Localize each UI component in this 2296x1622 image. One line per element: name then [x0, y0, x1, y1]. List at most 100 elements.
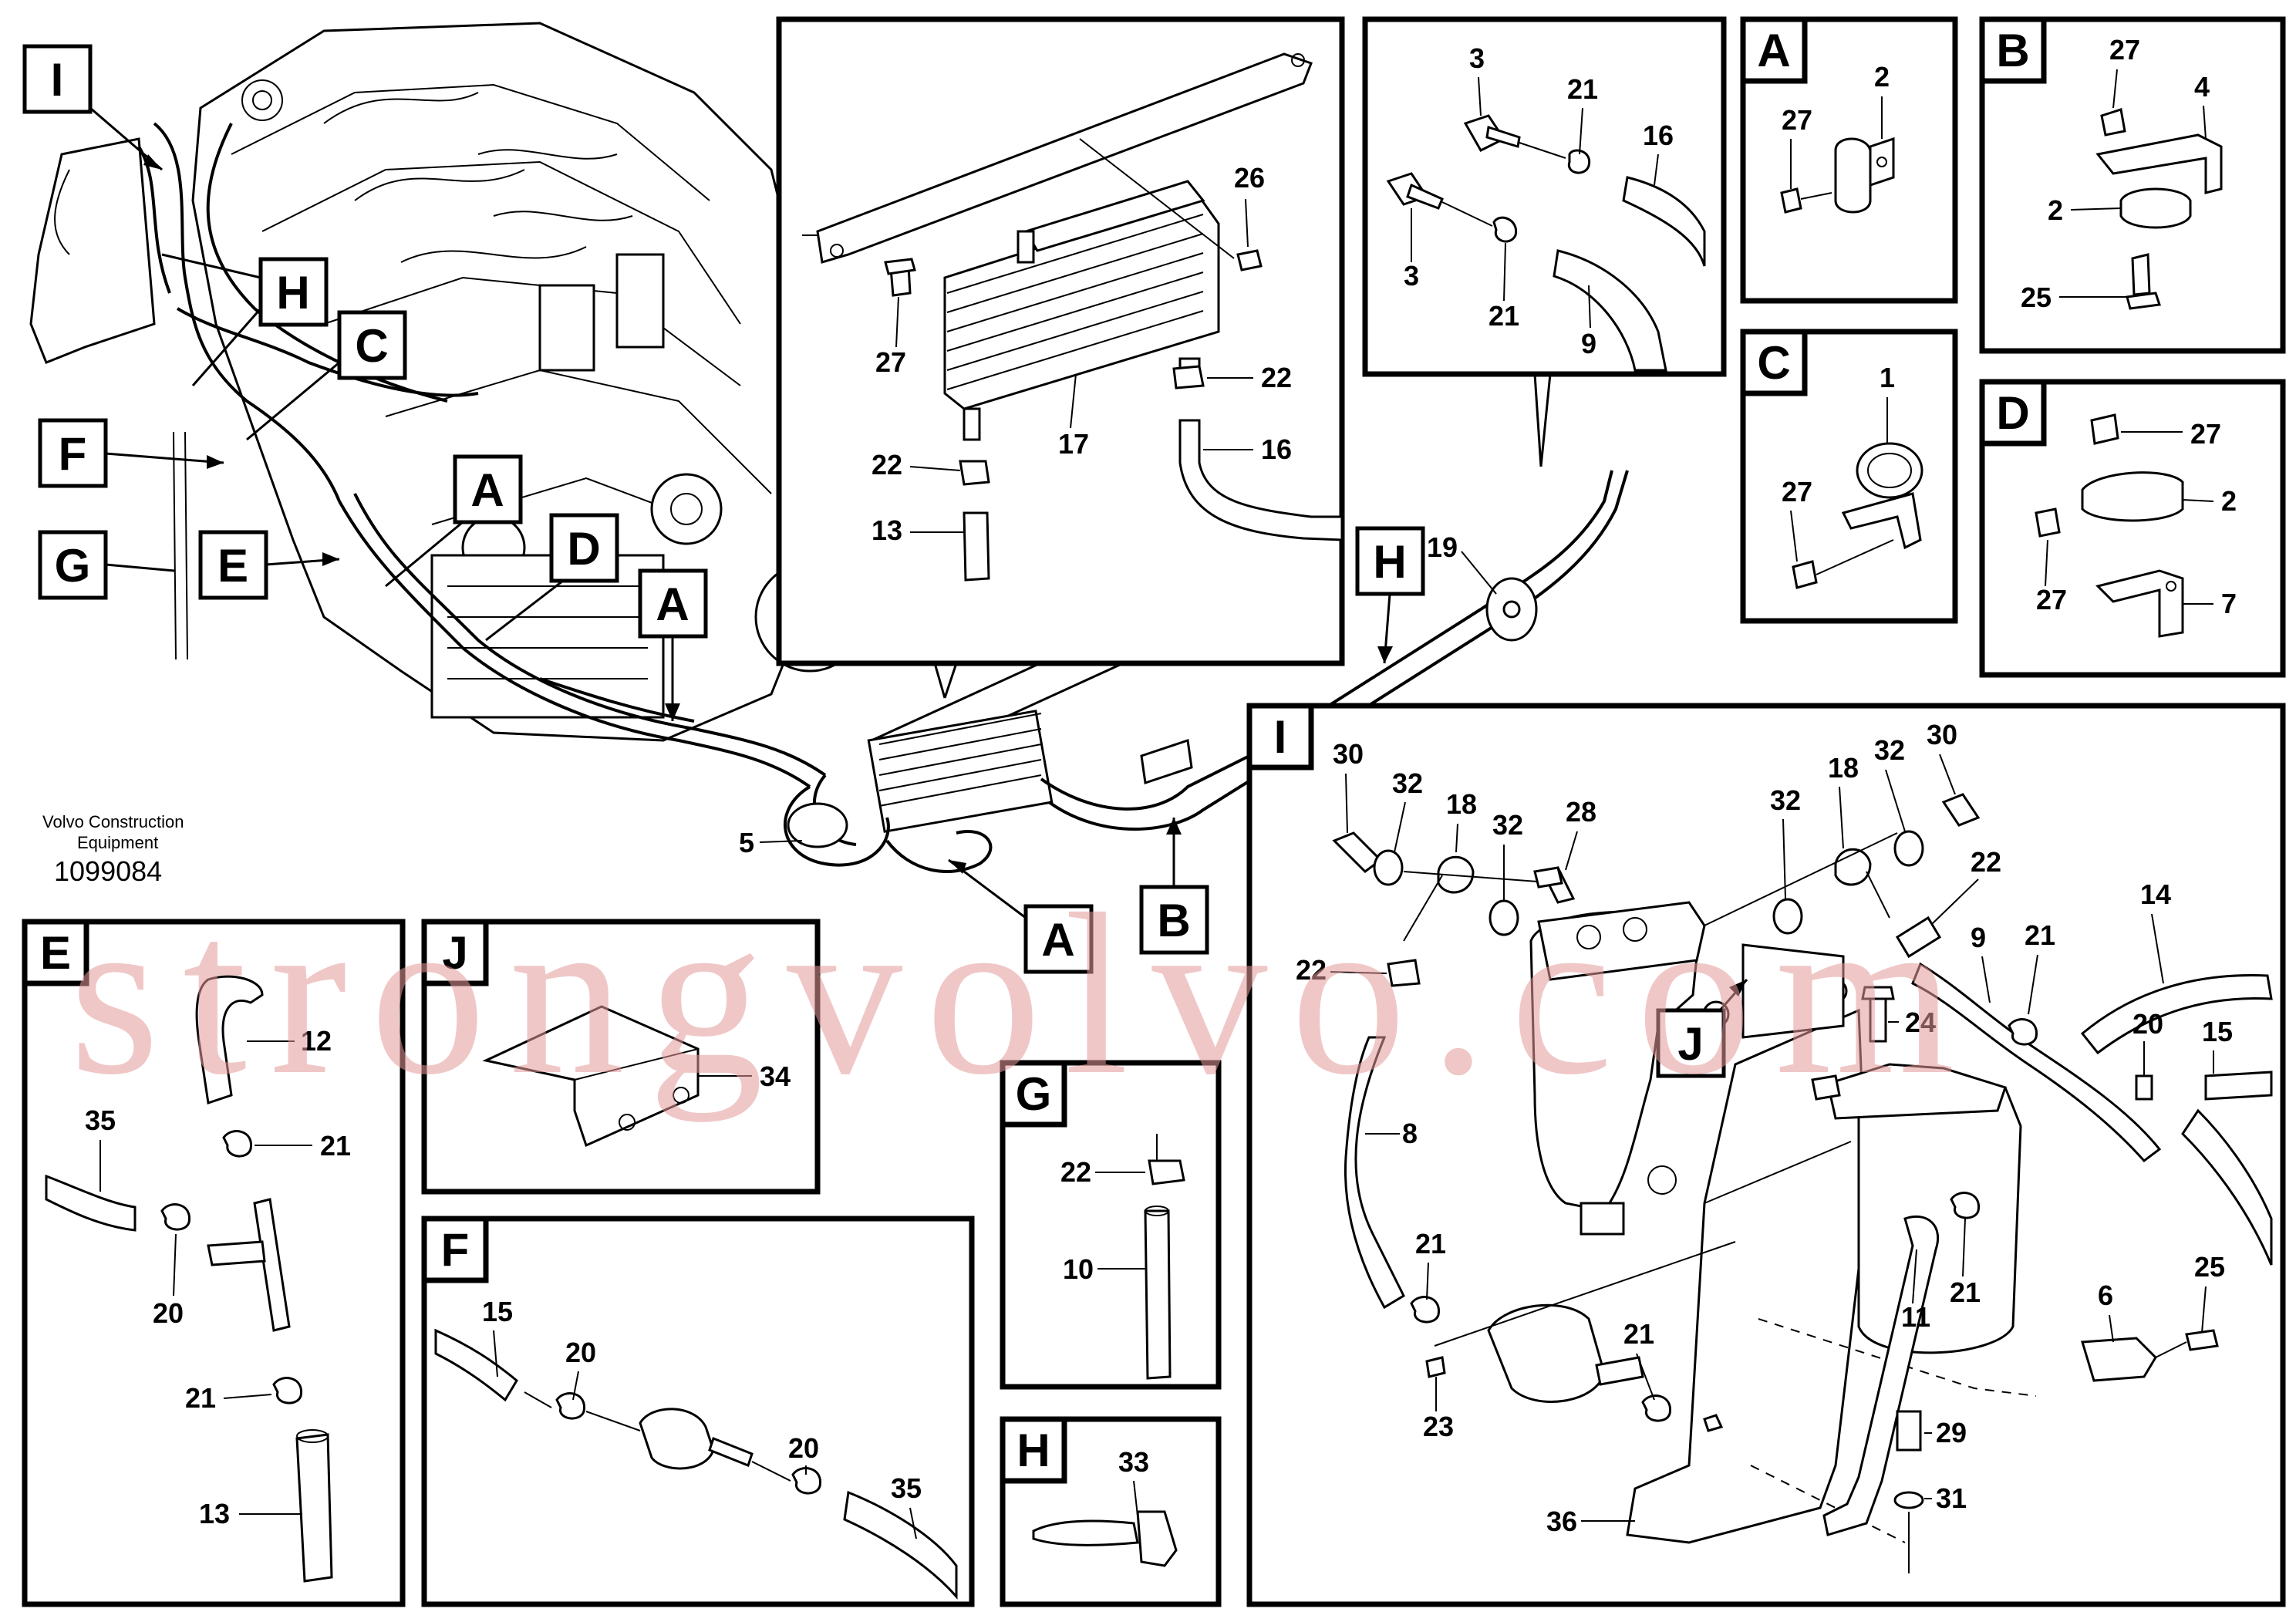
overview-part-5: 5 — [739, 827, 754, 858]
panel-F: F 15 20 20 35 — [421, 1216, 975, 1607]
panel-I-part-30-right: 30 — [1927, 719, 1957, 750]
callout-G: G — [55, 540, 91, 592]
hoses-part-21-lower: 21 — [1489, 300, 1519, 332]
hoses-part-9: 9 — [1581, 328, 1596, 359]
panel-E-part-21-top: 21 — [320, 1130, 351, 1162]
drawing-credit: Volvo Construction Equipment 1099084 — [42, 812, 184, 887]
panel-J: J 34 — [421, 919, 821, 1195]
panel-A-title: A — [1757, 25, 1790, 76]
callout-I: I — [51, 54, 64, 106]
callout-F: F — [59, 428, 87, 480]
panel-B-part-25: 25 — [2021, 282, 2052, 313]
hoses-part-21-top: 21 — [1567, 73, 1598, 105]
panel-C-title: C — [1757, 337, 1790, 389]
panel-G-part-10: 10 — [1063, 1253, 1094, 1285]
callout-H: H — [276, 267, 309, 319]
panel-I-title: I — [1274, 711, 1287, 763]
panel-F-part-20-left: 20 — [565, 1337, 596, 1368]
callout-C: C — [355, 320, 388, 372]
cooler-part-22-left: 22 — [872, 449, 902, 481]
panel-A-part-2: 2 — [1874, 61, 1890, 93]
panel-I-part-14: 14 — [2140, 878, 2171, 910]
credit-line-2: Equipment — [77, 833, 158, 852]
panel-E-part-13: 13 — [199, 1498, 230, 1529]
panel-cooler-detail: 26 27 17 22 16 22 13 — [776, 16, 1345, 699]
panel-B-part-2: 2 — [2048, 194, 2063, 226]
panel-I-callout-J: J — [1677, 1018, 1703, 1070]
drawing-number: 1099084 — [54, 855, 162, 887]
panel-B: B 27 4 2 25 — [1979, 16, 2286, 354]
panel-F-part-20-right: 20 — [788, 1432, 819, 1464]
panel-H-title: H — [1017, 1425, 1050, 1476]
panel-F-part-15: 15 — [482, 1296, 513, 1327]
panel-I-part-11: 11 — [1901, 1301, 1930, 1333]
panel-I-part-21-c: 21 — [1950, 1276, 1981, 1308]
panel-D-part-7: 7 — [2221, 588, 2237, 619]
credit-line-1: Volvo Construction — [42, 812, 184, 831]
callout-B: B — [1157, 895, 1190, 946]
panel-E-part-20: 20 — [153, 1297, 184, 1329]
panel-C-part-27: 27 — [1782, 476, 1812, 508]
cooler-part-16: 16 — [1261, 433, 1292, 465]
panel-I-part-21-a: 21 — [2025, 919, 2055, 951]
panel-I-part-28: 28 — [1566, 796, 1596, 828]
panel-hoses-detail: 3 21 16 3 21 9 — [1362, 16, 1727, 467]
panel-G-title: G — [1016, 1068, 1052, 1120]
overview-part-19: 19 — [1427, 531, 1458, 563]
panel-G-part-22: 22 — [1060, 1156, 1091, 1188]
cooler-part-13: 13 — [872, 514, 902, 546]
panel-I-part-22-right: 22 — [1971, 846, 2001, 878]
panel-F-title: F — [441, 1224, 470, 1276]
panel-J-part-34: 34 — [760, 1061, 791, 1092]
panel-I-part-32-a: 32 — [1392, 767, 1423, 799]
panel-I-part-32-c: 32 — [1770, 784, 1801, 816]
cooler-part-17: 17 — [1058, 428, 1089, 460]
panel-B-title: B — [1996, 25, 2029, 76]
panel-I-part-18-right: 18 — [1828, 752, 1859, 784]
panel-I-part-18-left: 18 — [1446, 788, 1477, 820]
panel-I-part-24: 24 — [1905, 1007, 1936, 1038]
panel-I-part-23: 23 — [1423, 1411, 1454, 1442]
panel-D-part-27-top: 27 — [2190, 418, 2221, 450]
panel-I-part-9: 9 — [1971, 922, 1986, 953]
panel-I-part-29: 29 — [1936, 1417, 1967, 1448]
panel-I-part-31: 31 — [1936, 1482, 1967, 1514]
panel-E: E 12 21 35 20 21 13 — [22, 919, 406, 1607]
hoses-part-3-lower: 3 — [1404, 260, 1419, 292]
panel-E-part-21-lower: 21 — [185, 1382, 216, 1414]
panel-I-part-36: 36 — [1546, 1506, 1577, 1537]
callout-D: D — [567, 523, 600, 575]
panel-D-part-27-lower: 27 — [2036, 584, 2067, 615]
panel-I-part-8: 8 — [1402, 1118, 1418, 1149]
panel-B-part-4: 4 — [2194, 71, 2210, 103]
panel-I-callout-J-box — [1656, 1008, 1726, 1078]
callout-A-1: A — [470, 464, 504, 516]
panel-C-part-1: 1 — [1880, 362, 1895, 393]
callout-E: E — [217, 540, 248, 592]
overview-callouts: I H C F G E A D A — [22, 44, 1497, 974]
cooler-part-26: 26 — [1234, 162, 1265, 194]
panel-I-part-20: 20 — [2132, 1008, 2163, 1040]
cooler-part-22-right: 22 — [1261, 362, 1292, 393]
panel-D: D 27 2 27 7 — [1979, 379, 2286, 678]
panel-C: C 1 27 — [1740, 329, 1958, 624]
watermark: strongvolvo.com — [69, 866, 1978, 1123]
panel-I-part-15: 15 — [2202, 1016, 2233, 1047]
panel-A-part-27: 27 — [1782, 104, 1812, 136]
panel-E-part-12: 12 — [301, 1025, 332, 1057]
callout-H-2: H — [1373, 536, 1406, 588]
panel-E-part-35: 35 — [85, 1104, 116, 1136]
panel-I-part-22-left: 22 — [1296, 954, 1327, 986]
panel-A: A 2 27 — [1740, 16, 1958, 304]
panel-F-part-35: 35 — [891, 1472, 922, 1504]
engine-overview — [29, 22, 1629, 873]
panel-I-part-21-d: 21 — [1623, 1318, 1654, 1350]
panel-B-part-27: 27 — [2109, 34, 2140, 66]
panel-D-part-2: 2 — [2221, 485, 2237, 517]
callout-A-3: A — [1041, 914, 1074, 966]
panel-I-part-32-b: 32 — [1492, 809, 1523, 841]
panel-G: G 22 10 — [1000, 1060, 1222, 1390]
panel-I-part-25: 25 — [2194, 1251, 2225, 1283]
panel-I-part-30-left: 30 — [1333, 738, 1364, 770]
